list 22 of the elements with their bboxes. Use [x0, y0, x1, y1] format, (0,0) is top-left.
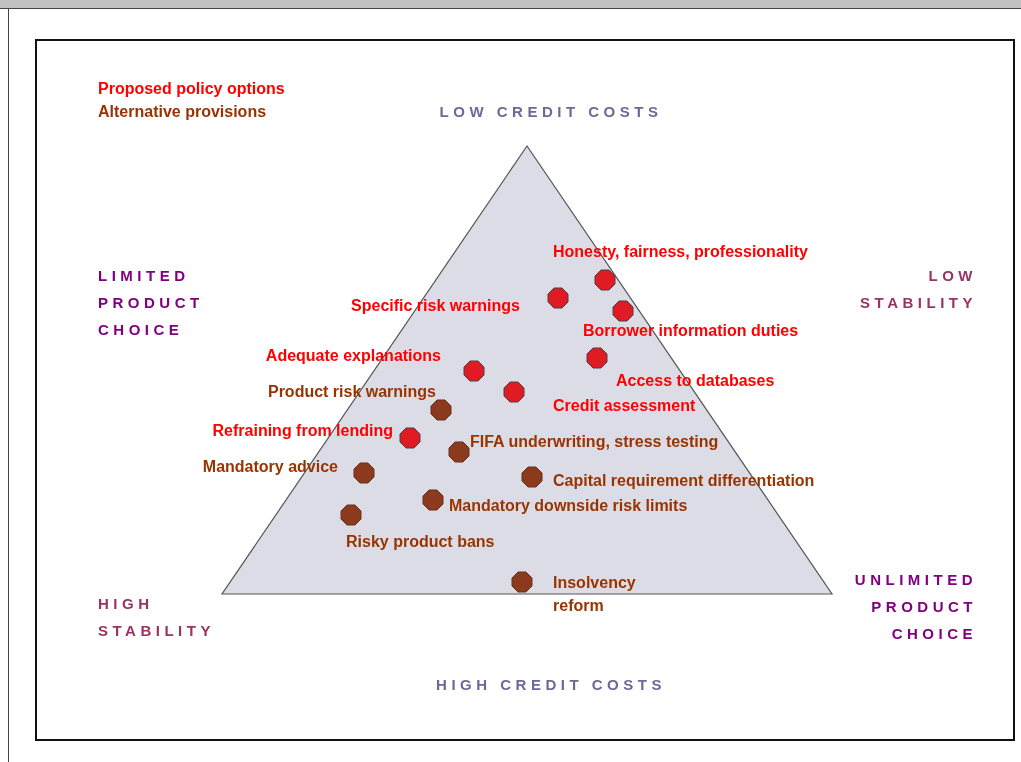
axis-label: UNLIMITED PRODUCT CHOICE [854, 570, 977, 644]
axis-label: HIGH CREDIT COSTS [435, 675, 667, 695]
legend-entry: Proposed policy options [98, 79, 285, 99]
axis-label: LOW CREDIT COSTS [438, 102, 664, 122]
point-label: Specific risk warnings [351, 296, 520, 316]
point-label: Refraining from lending [212, 421, 393, 441]
point-label: Access to databases [616, 371, 775, 391]
point-label: Borrower information duties [583, 321, 799, 341]
point-label: Risky product bans [346, 532, 495, 552]
point-label: Product risk warnings [267, 382, 436, 402]
point-label: FIFA underwriting, stress testing [470, 432, 719, 452]
point-label: Capital requirement differentiation [553, 471, 815, 491]
point-label: Honesty, fairness, professionality [553, 242, 808, 262]
axis-label: LIMITED PRODUCT CHOICE [98, 266, 204, 340]
point-label: Mandatory advice [202, 457, 338, 477]
point-label: Insolvency reform [553, 573, 637, 616]
axis-label: LOW STABILITY [860, 266, 977, 313]
point-label: Mandatory downside risk limits [449, 496, 688, 516]
point-label: Adequate explanations [265, 346, 441, 366]
legend-entry: Alternative provisions [98, 102, 267, 122]
axis-label: HIGH STABILITY [98, 594, 215, 641]
point-label: Credit assessment [553, 396, 696, 416]
